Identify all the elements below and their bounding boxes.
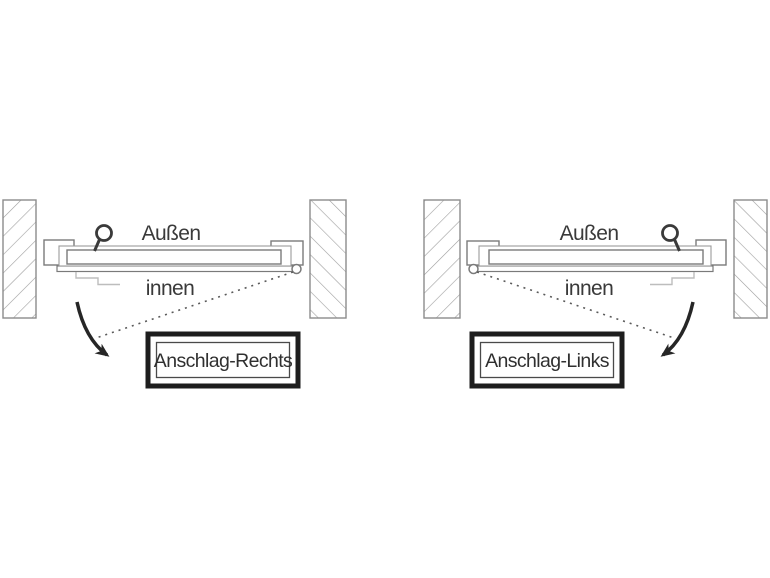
threshold-plate [476,265,714,273]
diagram-anschlag-rechts: Außen innen Anschlag-Rechts [2,199,347,389]
wall-right-hatched [733,199,768,319]
door-knob-icon [661,224,679,242]
door-knob-icon [95,224,113,242]
innen-label: innen [565,277,613,300]
hinge-pivot [291,263,302,275]
hinge-pivot [468,263,479,275]
swing-direction-dotted-line [95,271,294,339]
aussen-label: Außen [560,222,619,245]
door-leaf [66,249,282,265]
hinge-type-label: Anschlag-Rechts [154,350,293,372]
label-box-inner-border [155,341,291,379]
innen-label: innen [146,277,194,300]
diagram-anschlag-links: Außen innen Anschlag-Links [423,199,768,389]
door-leaf [488,249,704,265]
lock-latch-detail [75,272,120,286]
lock-latch-detail [650,272,695,286]
threshold-plate [56,265,294,273]
wall-right-hatched [309,199,347,319]
hinge-type-label: Anschlag-Links [485,350,610,372]
swing-arrow [75,301,110,357]
label-box-inner-border [479,341,615,379]
door-knob-stem [93,238,101,252]
door-knob-stem [673,238,681,252]
wall-left-hatched [423,199,461,319]
wall-left-hatched [2,199,37,319]
aussen-label: Außen [142,222,201,245]
swing-arrow [660,301,695,357]
